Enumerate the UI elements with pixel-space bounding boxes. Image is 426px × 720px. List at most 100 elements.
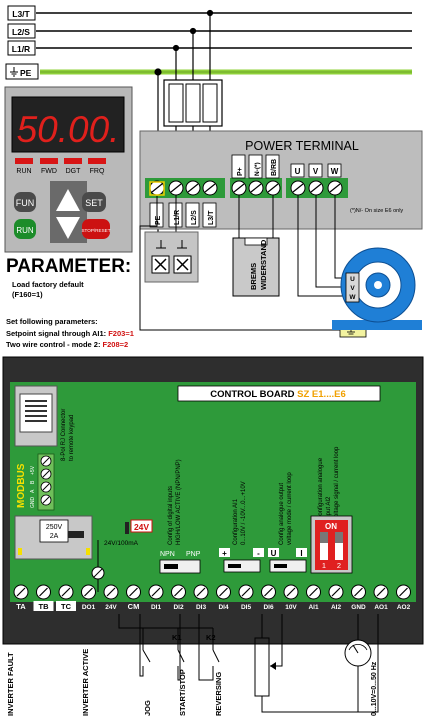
- terminal-p-plus-label: P+: [237, 167, 244, 176]
- terminal-l3-label: L3/T: [208, 210, 215, 225]
- size-note: (*)N/- On size E6 only: [350, 208, 403, 214]
- terminal-pe-label: PE: [155, 215, 162, 225]
- terminal-label-di1: DI1: [151, 604, 162, 611]
- terminal-label-tb: TB: [39, 602, 50, 611]
- line-label-box-l3: [7, 5, 36, 21]
- brake-resistor: BREMS WIDERSTAND: [232, 237, 280, 297]
- line-label-l1: L1/R: [12, 44, 30, 54]
- dip-on-label: ON: [325, 522, 337, 531]
- terminal-screw-slot: [286, 587, 296, 597]
- ao-u-label: U: [271, 549, 277, 558]
- terminal-label-ai2: AI2: [331, 604, 342, 611]
- run-button-label: RUN: [16, 226, 34, 235]
- terminal-label-di4: DI4: [218, 604, 229, 611]
- terminal-label-di3: DI3: [196, 604, 207, 611]
- ao-config-text-2: voltage mode / current loop: [287, 472, 293, 545]
- terminal-screw-slot: [354, 587, 363, 597]
- terminal-screw-slot: [151, 587, 161, 597]
- stop-reset-button-label: STOP/RESET: [81, 228, 110, 233]
- terminal-v-label: V: [313, 167, 319, 176]
- down-arrow-icon[interactable]: [56, 217, 80, 239]
- terminal-label-gnd: GND: [351, 604, 366, 611]
- ai1-plus-label: +: [222, 549, 227, 558]
- frequency-meter-icon: [344, 639, 372, 667]
- terminal-screw-slot: [39, 587, 48, 597]
- terminal-screw-slot: [331, 587, 341, 597]
- stop-reset-button[interactable]: [82, 219, 110, 239]
- control-wiring: [97, 540, 379, 713]
- supply-24v-text: 24V/100mA: [104, 540, 139, 547]
- motor-w-label: W: [349, 294, 356, 301]
- control-board: CONTROL BOARD SZ E1....E6 8-Pol RJ Conne…: [2, 356, 424, 645]
- start-stop-label: START/STOP: [178, 669, 187, 716]
- ai2-config-text-1: Configuration analogue: [318, 457, 324, 520]
- rj45-text-1: 8-Pol RJ Connector: [61, 409, 67, 461]
- factory-default-code: (F160=1): [12, 290, 43, 299]
- terminal-w-label: W: [331, 167, 339, 176]
- terminal-l1-label: L1/R: [174, 210, 181, 225]
- terminal-screw-slot: [264, 587, 273, 597]
- led-frq: FRQ: [90, 168, 105, 175]
- ai2-config-text-2: input AI2: [326, 496, 332, 520]
- supply-24v-badge: 24V: [134, 522, 149, 532]
- terminal-screw-slot: [61, 587, 71, 597]
- terminal-screw-slot: [241, 587, 251, 597]
- terminal-screw-slot: [106, 587, 116, 597]
- terminal-label-di2: DI2: [173, 604, 184, 611]
- line-label-l2: L2/S: [12, 27, 30, 37]
- terminal-screw-slot: [84, 587, 93, 597]
- fun-button[interactable]: [14, 192, 36, 212]
- meter-range-label: 0...10V=0...50 Hz: [371, 661, 378, 716]
- line-label-pe: PE: [20, 68, 32, 78]
- terminal-screw-slot: [399, 587, 408, 597]
- modbus-pin-gnd: GND: [30, 497, 36, 509]
- ai1-switch[interactable]: [223, 559, 261, 573]
- potentiometer-wiper-arrow: [270, 662, 276, 670]
- terminal-label-box-tc: [56, 601, 76, 611]
- relay-voltage: 250V: [46, 524, 63, 531]
- terminal-label-ao1: AO1: [374, 604, 388, 611]
- control-board-title: CONTROL BOARD SZ E1....E6: [210, 389, 345, 400]
- factory-default-line: Load factory default: [12, 280, 84, 289]
- terminal-label-ai1: AI1: [308, 604, 319, 611]
- bottom-labels: INVERTER FAULT INVERTER ACTIVE JOG START…: [6, 633, 378, 716]
- led-run: RUN: [16, 168, 31, 175]
- modbus-terminal-screws: [37, 453, 55, 511]
- reversing-label: REVERSING: [214, 672, 223, 716]
- terminal-label-10v: 10V: [285, 604, 297, 611]
- set-button-label: SET: [85, 198, 103, 208]
- pnp-label: PNP: [186, 551, 201, 558]
- terminal-label-ao2: AO2: [397, 604, 411, 611]
- two-wire-param: Two wire control - mode 2: F208=2: [6, 340, 128, 349]
- parameter-title: PARAMETER:: [6, 256, 131, 277]
- keypad: 50.00. RUN FWD DGT FRQ FUN SET RUN STOP/…: [4, 86, 133, 253]
- ao-i-label: I: [300, 549, 302, 558]
- inverter-fault-label: INVERTER FAULT: [6, 652, 15, 716]
- ai1-config-text-1: Configuration AI1: [233, 498, 239, 545]
- terminal-screw-slot: [129, 587, 138, 597]
- inverter-active-label: INVERTER ACTIVE: [81, 649, 90, 716]
- terminal-b-rb-label: B/RB: [271, 159, 278, 176]
- modbus-pin-5v: +5V: [30, 465, 36, 475]
- up-arrow-icon[interactable]: [56, 189, 80, 211]
- terminal-label-tc: TC: [61, 602, 72, 611]
- ao-switch[interactable]: [269, 559, 307, 573]
- run-button[interactable]: [14, 219, 36, 239]
- terminal-screw-slot: [174, 587, 183, 597]
- terminal-n-minus-label: N-(*): [254, 162, 261, 176]
- npn-pnp-switch[interactable]: [159, 559, 201, 574]
- led-dgt: DGT: [66, 168, 82, 175]
- terminal-label-di6: DI6: [263, 604, 274, 611]
- terminal-screw-slot: [16, 587, 26, 597]
- digital-config-text-1: Config of digital inputs: [168, 486, 174, 545]
- terminal-label-do1: DO1: [82, 604, 96, 611]
- set-params-heading: Set following parameters:: [6, 317, 98, 326]
- motor-icon: U V W: [332, 247, 422, 338]
- set-button[interactable]: [82, 192, 106, 212]
- motor-u-label: U: [350, 276, 355, 283]
- ai1-minus-label: -: [257, 549, 260, 558]
- terminal-label-cm: CM: [128, 602, 140, 611]
- line-label-l3: L3/T: [12, 9, 30, 19]
- power-terminal-title: POWER TERMINAL: [245, 139, 359, 153]
